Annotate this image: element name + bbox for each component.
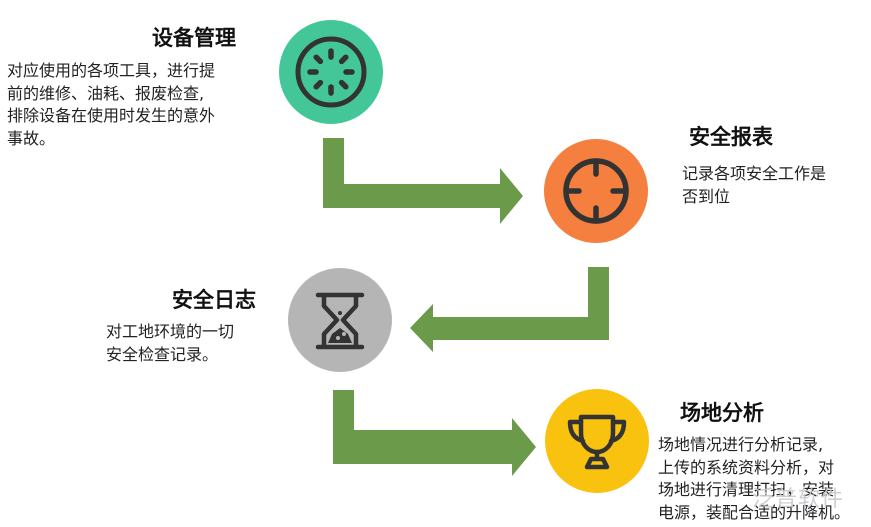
desc-line: 对工地环境的一切 [106,322,235,341]
step-title: 安全报表 [689,125,773,149]
step-description: 记录各项安全工作是 否到位 [682,163,862,208]
desc-line: 排除设备在使用时发生的意外 [7,106,216,125]
arrow-1-to-2 [323,138,523,224]
hourglass-icon [315,292,365,350]
desc-line: 场地进行清理打扫，安装 [658,480,835,499]
step-description: 对应使用的各项工具，进行提 前的维修、油耗、报废检查, 排除设备在使用时发生的意… [7,60,267,150]
desc-line: 场地情况进行分析记录, [658,435,824,454]
step-circle [545,389,649,493]
desc-line: 记录各项安全工作是 [682,164,827,183]
step-circle [544,139,648,243]
desc-line: 安全检查记录。 [106,344,219,364]
step-circle [279,20,383,124]
step-description: 对工地环境的一切 安全检查记录。 [106,321,276,366]
desc-line: 上传的系统资料分析，对 [658,457,835,477]
step-title: 安全日志 [172,288,256,312]
desc-line: 电源，装配合适的升降机。 [658,502,851,522]
arrow-2-to-3 [410,267,609,352]
trophy-icon [567,414,627,470]
wheel-icon [295,36,367,108]
step-circle [288,268,392,372]
step-description: 场地情况进行分析记录, 上传的系统资料分析，对 场地进行清理打扫，安装 电源，装… [658,434,870,524]
desc-line: 前的维修、油耗、报废检查, [7,83,205,103]
crosshair-icon [563,158,629,224]
step-title: 设备管理 [152,26,236,50]
desc-line: 事故。 [7,128,56,148]
desc-line: 对应使用的各项工具，进行提 [7,61,216,80]
arrow-3-to-4 [333,390,536,476]
step-title: 场地分析 [680,401,764,425]
watermark: 泛普软件 [752,487,845,512]
desc-line: 否到位 [682,186,731,206]
